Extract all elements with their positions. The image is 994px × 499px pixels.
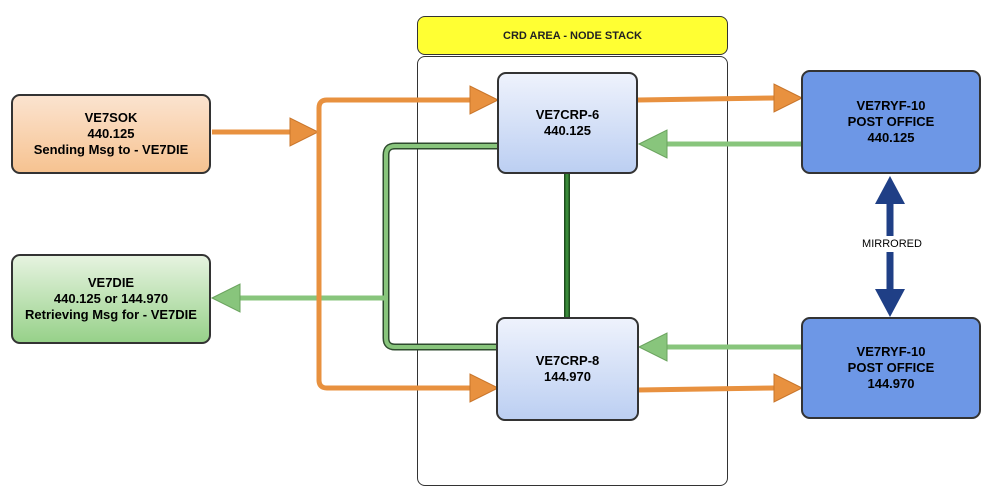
arrow-to-crp8-return	[637, 332, 668, 362]
node-frequency: 440.125	[87, 126, 135, 141]
node-frequency: 144.970	[867, 376, 915, 391]
mirrored-label: MIRRORED	[852, 236, 932, 252]
arrow-to-po1	[773, 83, 804, 113]
node-role: POST OFFICE	[847, 360, 935, 375]
node-stack-title: CRD AREA - NODE STACK	[503, 29, 642, 42]
node-callsign: VE7CRP-6	[535, 107, 600, 122]
arrow-to-crp6	[469, 85, 500, 115]
node-stack-container	[417, 56, 728, 486]
node-stack-header: CRD AREA - NODE STACK	[417, 16, 728, 55]
node-callsign: VE7SOK	[84, 110, 138, 125]
node-frequency: 144.970	[543, 369, 591, 384]
retrieve-path	[210, 142, 497, 351]
arrow-to-po2	[773, 373, 804, 403]
send-path	[212, 85, 500, 403]
node-frequency: 440.125	[867, 130, 915, 145]
node-callsign: VE7RYF-10	[856, 98, 926, 113]
arrow-to-crp6-return	[637, 129, 668, 159]
node-frequency: 440.125	[543, 123, 591, 138]
node-frequency: 440.125 or 144.970	[53, 291, 169, 306]
node-callsign: VE7DIE	[87, 275, 135, 290]
node-callsign: VE7CRP-8	[535, 353, 600, 368]
node-role: POST OFFICE	[847, 114, 935, 129]
arrow-to-receiver	[210, 283, 241, 313]
node-description: Sending Msg to - VE7DIE	[33, 142, 189, 157]
arrow-to-crp8	[469, 373, 500, 403]
node-description: Retrieving Msg for - VE7DIE	[25, 307, 197, 322]
node-callsign: VE7RYF-10	[856, 344, 926, 359]
